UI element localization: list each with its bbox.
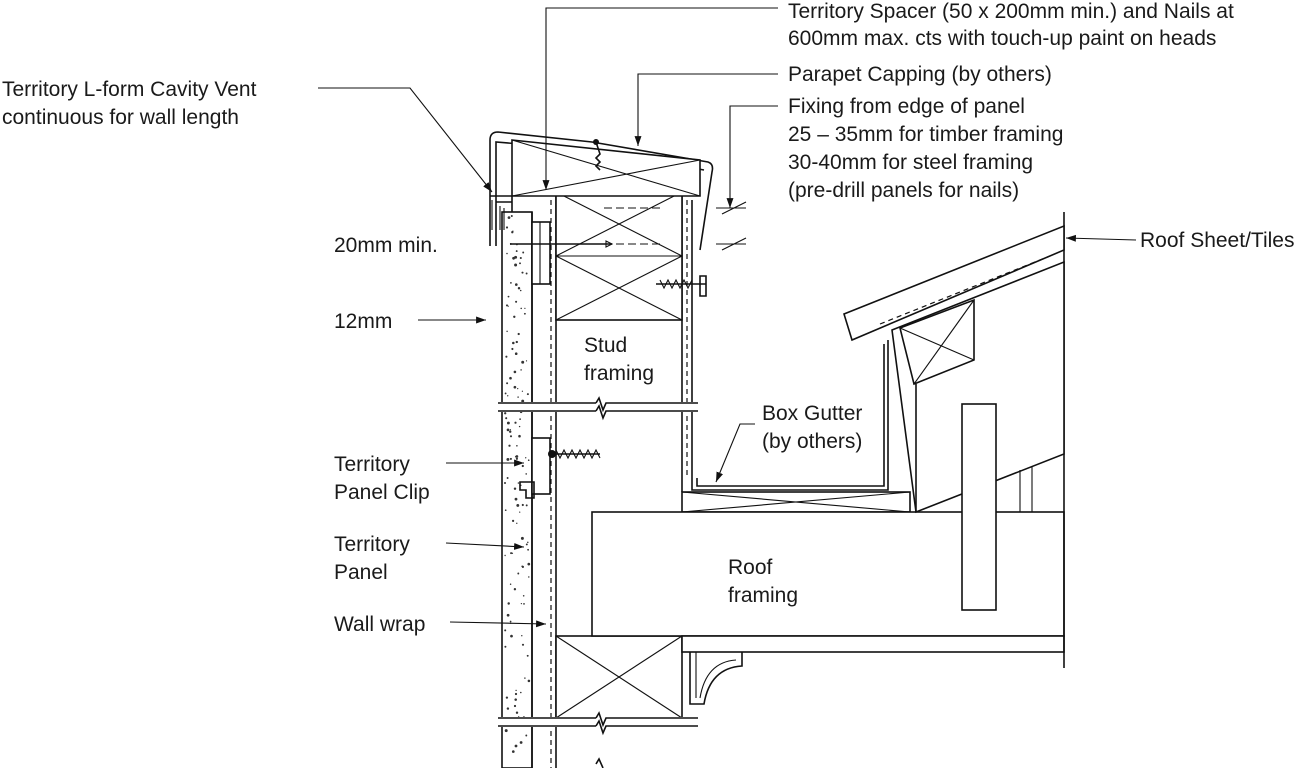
break-lines	[498, 396, 698, 768]
parapet-capping-label: Parapet Capping (by others)	[788, 63, 1052, 86]
min-20mm-label: 20mm min.	[334, 234, 438, 257]
roof-framing-label: Roof framing	[728, 556, 798, 607]
roof-truss	[843, 212, 1065, 668]
panel-clip-label: Territory Panel Clip	[334, 453, 430, 504]
wall-wrap-label: Wall wrap	[334, 613, 425, 636]
roof-sheet-label: Roof Sheet/Tiles	[1140, 229, 1294, 252]
panel-12mm-label: 12mm	[334, 310, 392, 333]
box-gutter-label: Box Gutter (by others)	[762, 402, 868, 453]
leader-lines	[318, 7, 1137, 628]
territory-panel-cladding	[501, 211, 533, 768]
panel-clip	[519, 437, 601, 499]
cavity-vent	[490, 195, 513, 230]
fixing-dimension	[604, 201, 747, 251]
territory-panel-label: Territory Panel	[334, 533, 416, 584]
fixing-edge-label: Fixing from edge of panel 25 – 35mm for …	[788, 95, 1069, 202]
stud-framing-label: Stud framing	[584, 334, 654, 385]
parapet-capping	[489, 131, 714, 251]
capping-fixing-screw	[656, 275, 707, 297]
spacer-and-nail	[510, 221, 614, 285]
stud-framing	[555, 191, 693, 719]
box-gutter	[681, 340, 911, 513]
cavity-vent-label: Territory L-form Cavity Vent continuous …	[2, 78, 262, 129]
spacer-nails-label: Territory Spacer (50 x 200mm min.) and N…	[788, 0, 1240, 50]
